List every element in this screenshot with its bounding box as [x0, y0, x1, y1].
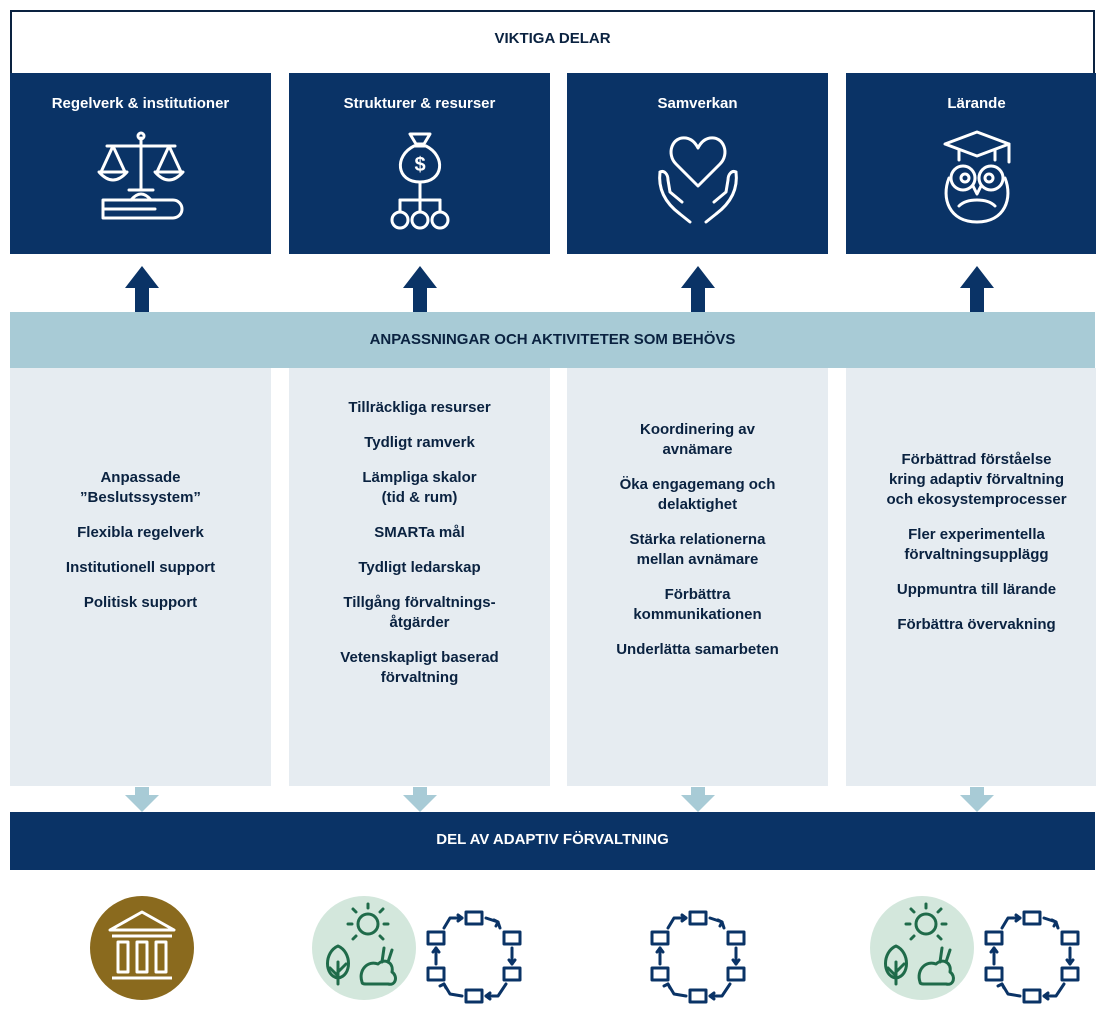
ecosystem-icon: [312, 896, 416, 1000]
scales-law-icon: [97, 131, 185, 220]
card-title: Strukturer & resurser: [343, 95, 496, 112]
list-item: Tillräckliga resurser: [348, 399, 491, 416]
list-item: Underlätta samarbeten: [616, 641, 779, 658]
card-title: Lärande: [947, 95, 1006, 112]
down-arrow-icon: [125, 787, 159, 812]
money-bag-network-icon: $: [390, 132, 450, 230]
cycle-icon: [650, 910, 746, 1004]
header-title: VIKTIGA DELAR: [494, 30, 611, 47]
adaptive-management-band: DEL AV ADAPTIV FÖRVALTNING: [10, 812, 1095, 870]
card-samverkan: Samverkan: [567, 73, 828, 254]
list-item: Politisk support: [83, 594, 198, 611]
list-item: Förbättrad förståelse kring adaptiv förv…: [886, 451, 1067, 508]
list-item: Lämpliga skalor (tid & rum): [362, 469, 477, 506]
owl-graduate-icon: [943, 130, 1011, 224]
column-samverkan: Koordinering av avnämare Öka engagemang …: [567, 368, 828, 786]
column-regelverk: Anpassade ”Beslutssystem” Flexibla regel…: [10, 368, 271, 786]
list-item: Stärka relationerna mellan avnämare: [629, 531, 766, 568]
list-item: Vetenskapligt baserad förvaltning: [340, 649, 499, 686]
list-item: Tydligt ramverk: [364, 434, 475, 451]
list-item: Förbättra övervakning: [897, 616, 1056, 633]
list-item: Flexibla regelverk: [77, 524, 204, 541]
down-arrow-icon: [960, 787, 994, 812]
list-item: Fler experimentella förvaltningsupplägg: [904, 526, 1049, 563]
cycle-icon: [984, 910, 1080, 1004]
up-arrow-icon: [681, 266, 715, 312]
up-arrow-icon: [403, 266, 437, 312]
list-item: Öka engagemang och delaktighet: [619, 476, 776, 513]
card-larande: Lärande: [846, 73, 1096, 254]
card-strukturer: Strukturer & resurser $: [289, 73, 550, 254]
down-arrow-icon: [403, 787, 437, 812]
institution-icon: [90, 896, 194, 1000]
list-item: Tydligt ledarskap: [358, 559, 481, 576]
list-item: Institutionell support: [65, 559, 216, 576]
list-item: Uppmuntra till lärande: [896, 581, 1057, 598]
list-item: Anpassade ”Beslutssystem”: [80, 469, 201, 506]
card-title: Samverkan: [657, 95, 738, 112]
adaptive-management-title: DEL AV ADAPTIV FÖRVALTNING: [436, 831, 669, 848]
card-title: Regelverk & institutioner: [51, 95, 230, 112]
ecosystem-icon: [870, 896, 974, 1000]
list-item: Tillgång förvaltnings- åtgärder: [343, 594, 496, 631]
activities-title: ANPASSNINGAR OCH AKTIVITETER SOM BEHÖVS: [369, 331, 736, 348]
up-arrow-icon: [125, 266, 159, 312]
cycle-icon: [426, 910, 522, 1004]
list-item: Koordinering av avnämare: [639, 421, 755, 458]
svg-text:$: $: [414, 154, 425, 176]
down-arrow-icon: [681, 787, 715, 812]
activities-band: ANPASSNINGAR OCH AKTIVITETER SOM BEHÖVS: [10, 312, 1095, 368]
list-item: Förbättra kommunikationen: [633, 586, 762, 623]
card-regelverk: Regelverk & institutioner: [10, 73, 271, 254]
column-larande: Förbättrad förståelse kring adaptiv förv…: [846, 368, 1096, 786]
header-frame: [10, 10, 1095, 74]
list-item: SMARTa mål: [374, 524, 465, 541]
up-arrow-icon: [960, 266, 994, 312]
column-strukturer: Tillräckliga resurser Tydligt ramverk Lä…: [289, 368, 550, 786]
heart-hands-icon: [658, 136, 738, 224]
